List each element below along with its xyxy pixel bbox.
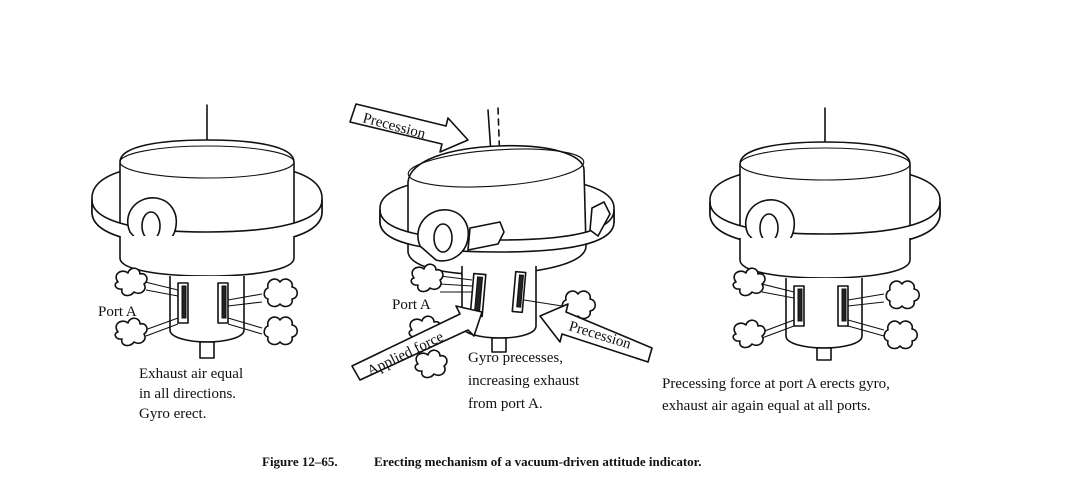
exhaust-puffs: [114, 267, 299, 347]
panel2-desc-line3: from port A.: [468, 396, 543, 412]
panel1-desc-line1: Exhaust air equal: [139, 366, 243, 382]
exhaust-puffs: [732, 267, 921, 350]
port-a-label: Port A: [98, 304, 137, 320]
panel2-desc-line2: increasing exhaust: [468, 373, 580, 389]
stem: [816, 347, 832, 361]
caption-prefix: Figure 12–65.: [262, 454, 338, 469]
panel2-desc-line1: Gyro precesses,: [468, 350, 563, 366]
stem: [491, 337, 507, 353]
port-a-label: Port A: [392, 297, 431, 313]
panel3-desc-line1: Precessing force at port A erects gyro,: [662, 376, 890, 392]
panel-gyro-re-erected: Precessing force at port A erects gyro, …: [662, 107, 941, 414]
panel-gyro-precesses: Precession Applied force Precession Port…: [349, 103, 653, 412]
stem: [199, 341, 215, 359]
precession-label-side: Precession: [567, 319, 634, 353]
precession-arrow-top: Precession: [349, 103, 469, 153]
panel1-desc-line3: Gyro erect.: [139, 406, 206, 422]
panel3-desc-line2: exhaust air again equal at all ports.: [662, 398, 871, 414]
caption-text: Erecting mechanism of a vacuum-driven at…: [374, 454, 702, 469]
panel-gyro-erect: Port A Exhaust air equal in all directio…: [91, 104, 323, 422]
figure-caption: Figure 12–65. Erecting mechanism of a va…: [262, 454, 702, 469]
panel1-desc-line2: in all directions.: [139, 386, 236, 402]
